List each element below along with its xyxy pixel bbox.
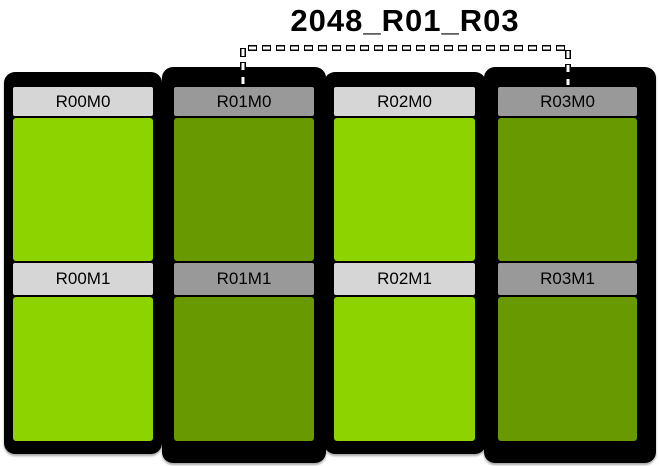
module-label-r02m0: R02M0 [377,91,432,111]
module-label-r00m0: R00M0 [55,91,111,111]
module-body-r00m1 [11,295,155,443]
module-header-r00m1: R00M1 [11,261,155,297]
module-header-r03m0: R03M0 [496,85,639,118]
module-label-r01m1: R01M1 [216,269,272,288]
module-body-r02m0 [332,116,477,263]
module-body-r01m1 [172,295,316,443]
module-header-r02m0: R02M0 [332,85,477,118]
module-header-r00m0: R00M0 [11,85,155,118]
module-body-r03m0 [496,116,639,263]
connector-title: 2048_R01_R03 [290,3,520,38]
module-label-r00m1: R00M1 [55,269,111,288]
module-header-r01m1: R01M1 [172,261,316,297]
module-body-r02m1 [332,295,477,443]
module-body-r00m0 [11,116,155,263]
module-body-r01m0 [172,116,316,263]
module-label-r01m0: R01M0 [216,91,272,111]
module-label-r03m1: R03M1 [540,269,595,288]
module-label-r02m1: R02M1 [377,269,432,288]
module-body-r03m1 [496,295,639,443]
module-header-r03m1: R03M1 [496,261,639,297]
module-header-r02m1: R02M1 [332,261,477,297]
module-label-r03m0: R03M0 [540,91,595,111]
module-header-r01m0: R01M0 [172,85,316,118]
